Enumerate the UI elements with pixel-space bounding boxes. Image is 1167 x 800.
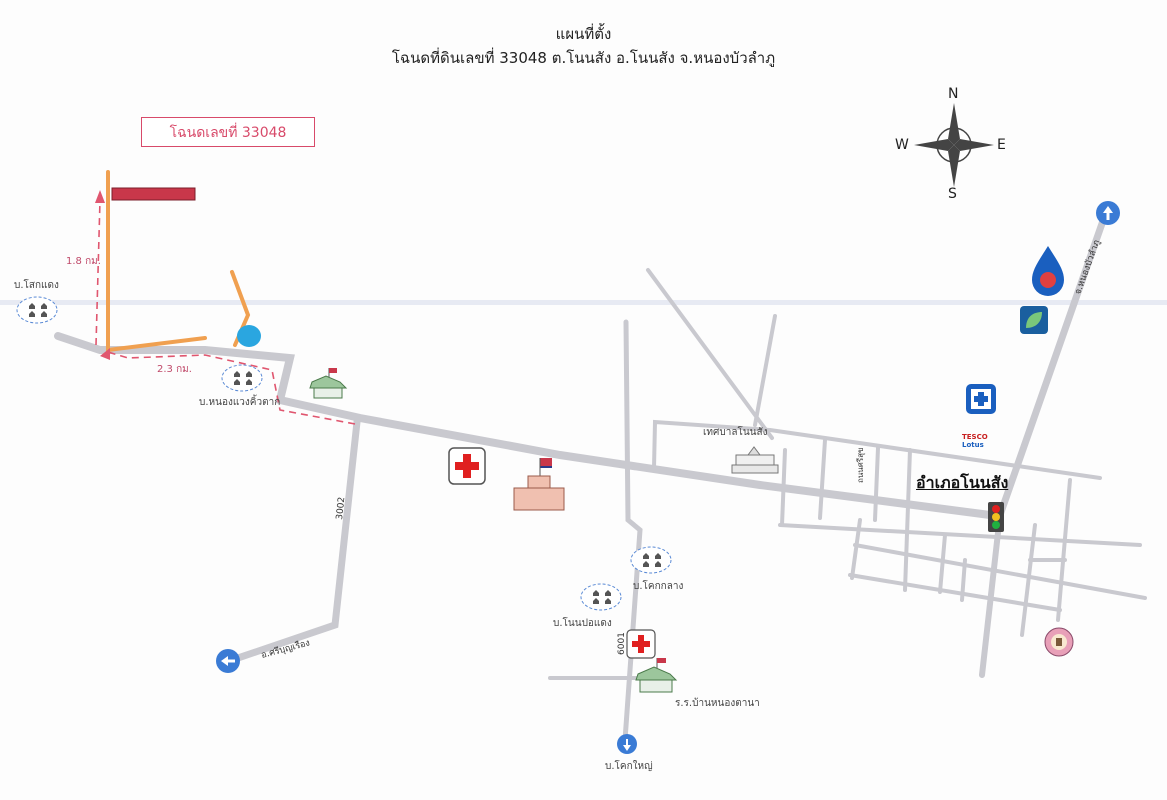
village-khok-daeng-icon bbox=[16, 296, 58, 324]
village-khok-klang-icon bbox=[630, 546, 672, 574]
village-nong-waeng-icon bbox=[221, 364, 263, 392]
road-network bbox=[54, 211, 1147, 743]
map-subtitle: โฉนดที่ดินเลขที่ 33048 ต.โนนสัง อ.โนนสัง… bbox=[391, 49, 776, 67]
deed-callout: โฉนดเลขที่ 33048 bbox=[141, 117, 315, 147]
village-non-po-daeng-icon bbox=[580, 583, 622, 611]
road-label-6001: 6001 bbox=[617, 632, 627, 655]
village-label-nong-waeng: บ.หนองแวงคิ้วตาก bbox=[199, 397, 281, 408]
map-title: แผนที่ตั้ง bbox=[555, 25, 612, 43]
distance-west: 2.3 กม. bbox=[157, 364, 192, 375]
tesco-label: TESCO bbox=[962, 433, 988, 441]
road-3002 bbox=[228, 418, 361, 664]
route-arrow-west bbox=[100, 348, 110, 360]
temple-seal-icon bbox=[1044, 627, 1074, 657]
gas-station-icon bbox=[1032, 246, 1064, 296]
municipality-building-icon bbox=[731, 446, 779, 474]
municipality-label: เทศบาลโนนสัง bbox=[703, 427, 768, 438]
compass-rose-icon bbox=[914, 103, 994, 187]
distance-north: 1.8 กม. bbox=[66, 256, 101, 267]
school-icon bbox=[309, 368, 348, 399]
hospital-building-icon bbox=[513, 458, 565, 511]
direction-arrow-si-bun-rueang-icon bbox=[216, 649, 240, 673]
road-label-side-street: ถนนศรีสุข bbox=[856, 447, 865, 483]
clinic-icon bbox=[966, 384, 996, 414]
pond-icon bbox=[237, 325, 261, 347]
village-label-khok-daeng: บ.โสกแดง bbox=[14, 280, 59, 291]
lotus-label: Lotus bbox=[962, 441, 984, 449]
bank-logo-icon bbox=[1020, 306, 1048, 334]
health-center-icon bbox=[626, 629, 656, 659]
scan-line bbox=[0, 300, 1167, 305]
village-label-khok-klang: บ.โคกกลาง bbox=[633, 581, 684, 592]
direction-arrow-khok-yai-icon bbox=[617, 734, 637, 754]
school-nong-tana-icon bbox=[635, 658, 678, 693]
traffic-light-icon bbox=[988, 502, 1004, 532]
village-label-khok-yai: บ.โคกใหญ่ bbox=[605, 761, 653, 772]
hospital-cross-icon bbox=[448, 447, 486, 485]
road-label-nong-bua: จ.หนองบัวลำภู bbox=[1072, 238, 1102, 296]
main-road bbox=[54, 332, 994, 519]
compass-w: W bbox=[895, 137, 909, 153]
dashed-route bbox=[95, 199, 356, 425]
route-arrow-north bbox=[95, 190, 105, 203]
land-parcel-marker bbox=[111, 187, 196, 201]
compass-n: N bbox=[948, 86, 959, 102]
compass-e: E bbox=[997, 137, 1006, 153]
district-label: อำเภอโนนสัง bbox=[916, 473, 1009, 492]
direction-arrow-nong-bua-icon bbox=[1096, 201, 1120, 225]
village-icons bbox=[16, 296, 672, 611]
compass-s: S bbox=[948, 186, 957, 202]
road-label-3002: 3002 bbox=[335, 496, 347, 520]
village-label-non-po-daeng: บ.โนนปอแดง bbox=[553, 618, 612, 629]
school-label: ร.ร.บ้านหนองตานา bbox=[675, 698, 760, 709]
